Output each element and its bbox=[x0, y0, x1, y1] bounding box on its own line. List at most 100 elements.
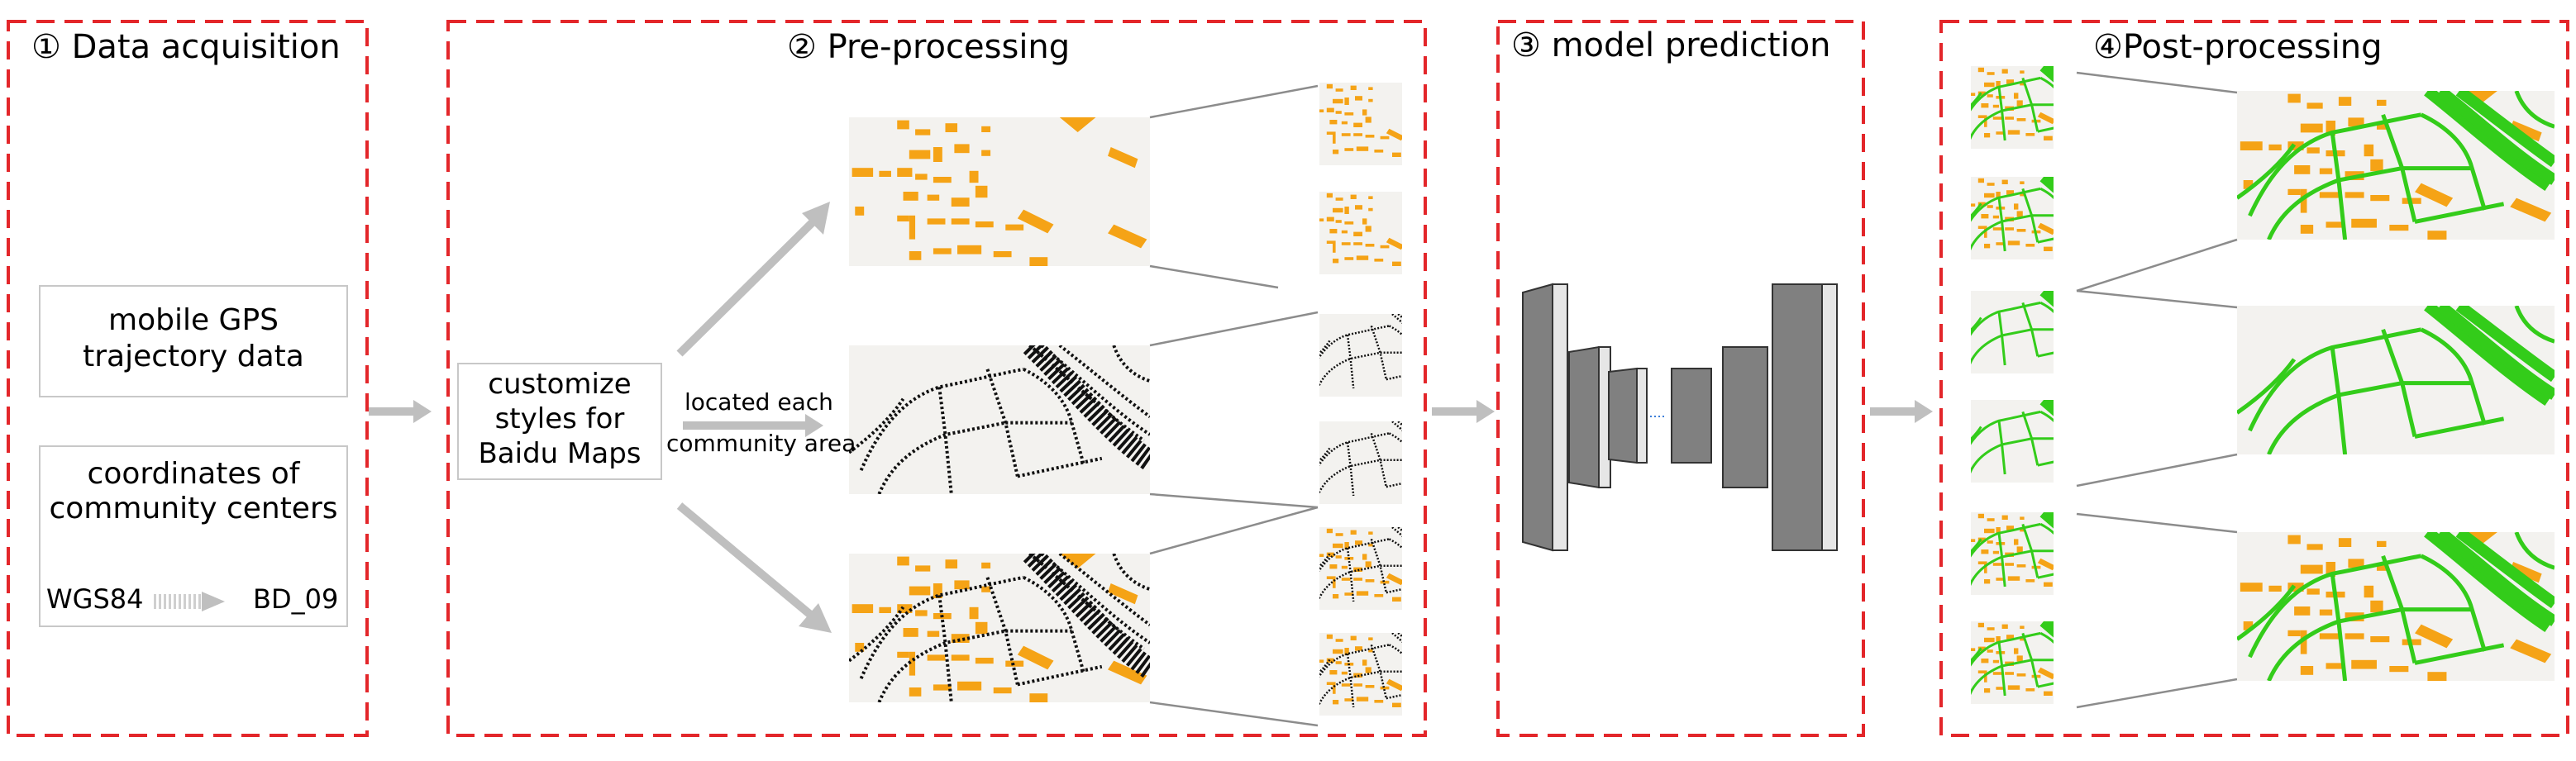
building-footprint bbox=[1017, 209, 1054, 234]
road-segment bbox=[1971, 538, 1982, 554]
road-segment bbox=[877, 421, 1006, 494]
building-footprint bbox=[1306, 678, 1310, 682]
building-footprint bbox=[2005, 227, 2014, 231]
road-segment bbox=[1386, 374, 1402, 381]
building-footprint bbox=[1341, 683, 1351, 687]
building-footprint bbox=[1326, 131, 1333, 135]
building-footprint bbox=[1431, 542, 1446, 553]
building-footprint bbox=[903, 192, 918, 201]
building-footprint bbox=[933, 248, 952, 254]
building-footprint bbox=[2044, 136, 2053, 140]
stage-frame-prediction bbox=[1496, 20, 1865, 737]
road-segment bbox=[2330, 347, 2348, 454]
building-footprint bbox=[1386, 573, 1402, 586]
building-footprint bbox=[852, 604, 874, 613]
road-segment bbox=[2267, 166, 2403, 240]
building-footprint bbox=[1368, 87, 1373, 90]
building-footprint bbox=[1365, 685, 1375, 688]
building-footprint bbox=[975, 658, 994, 664]
building-footprint bbox=[2348, 559, 2364, 568]
building-footprint bbox=[1333, 594, 1339, 599]
building-footprint bbox=[855, 207, 865, 216]
building-footprint bbox=[915, 610, 928, 616]
gps-trajectory-box bbox=[39, 285, 348, 397]
building-footprint bbox=[981, 150, 991, 156]
road-segment bbox=[2424, 306, 2552, 407]
building-footprint bbox=[1350, 635, 1357, 640]
building-footprint bbox=[1326, 528, 1333, 534]
building-footprint bbox=[2370, 600, 2383, 613]
building-footprint bbox=[1362, 218, 1367, 225]
building-footprint bbox=[1335, 639, 1343, 642]
building-footprint bbox=[954, 580, 970, 590]
building-footprint bbox=[1984, 688, 1991, 693]
network-layer-front bbox=[1772, 283, 1823, 551]
building-footprint bbox=[1353, 242, 1362, 245]
arrow-preprocessing-to-prediction bbox=[1432, 400, 1495, 423]
building-footprint bbox=[1005, 224, 1024, 231]
map-panel-trajectories bbox=[849, 345, 1150, 494]
building-footprint bbox=[2005, 563, 2014, 566]
building-footprint bbox=[2007, 240, 2020, 245]
road-segment bbox=[2237, 584, 2297, 641]
building-footprint bbox=[1326, 682, 1333, 685]
building-footprint bbox=[1368, 98, 1373, 102]
building-footprint bbox=[2300, 188, 2307, 213]
road-segment bbox=[937, 595, 953, 702]
road-segment bbox=[2045, 400, 2054, 411]
building-footprint bbox=[1365, 561, 1371, 568]
road-segment bbox=[2058, 512, 2103, 548]
building-footprint bbox=[1984, 637, 1995, 643]
building-footprint bbox=[1977, 67, 1984, 73]
building-footprint bbox=[1977, 561, 1984, 564]
result-panel-roads bbox=[2237, 306, 2555, 454]
road-segment bbox=[1997, 87, 2006, 141]
building-footprint bbox=[2006, 190, 2014, 195]
building-footprint bbox=[2300, 225, 2314, 234]
road-segment bbox=[2039, 632, 2054, 644]
road-segment bbox=[2045, 291, 2054, 302]
building-footprint bbox=[2058, 66, 2077, 74]
building-footprint bbox=[1374, 150, 1384, 153]
building-footprint bbox=[1353, 122, 1362, 127]
road-segment bbox=[1319, 351, 1381, 388]
building-footprint bbox=[1984, 528, 1995, 534]
building-footprint bbox=[1958, 221, 1962, 226]
stage-frame-acquisition bbox=[7, 20, 369, 737]
building-footprint bbox=[2415, 624, 2454, 649]
building-footprint bbox=[2326, 121, 2336, 136]
building-footprint bbox=[2058, 177, 2077, 184]
building-footprint bbox=[1984, 133, 1991, 138]
road-segment bbox=[2045, 177, 2054, 188]
road-segment bbox=[2330, 573, 2348, 681]
building-footprint bbox=[1344, 592, 1354, 596]
building-footprint bbox=[1353, 231, 1362, 236]
building-footprint bbox=[2326, 221, 2345, 228]
building-footprint bbox=[2001, 179, 2008, 184]
stage-title-acquisition: ① Data acquisition bbox=[31, 28, 341, 66]
building-footprint bbox=[1971, 203, 1976, 207]
road-segment bbox=[1407, 421, 1452, 457]
building-footprint bbox=[1368, 543, 1373, 547]
road-segment bbox=[1407, 314, 1452, 350]
building-footprint bbox=[1326, 576, 1333, 579]
building-footprint bbox=[1341, 671, 1348, 675]
building-footprint bbox=[1984, 579, 1991, 584]
building-footprint bbox=[1407, 192, 1425, 199]
building-footprint bbox=[1365, 226, 1371, 232]
thumbnail-tile bbox=[1958, 177, 2077, 259]
network-layer-side bbox=[1821, 283, 1838, 551]
building-footprint bbox=[1356, 146, 1369, 151]
zoom-lines-preprocessing bbox=[1149, 84, 1319, 727]
building-footprint bbox=[1992, 563, 2002, 566]
building-footprint bbox=[1333, 259, 1339, 264]
road-segment bbox=[2514, 306, 2555, 344]
gps-box-line2: trajectory data bbox=[83, 340, 304, 373]
building-footprint bbox=[1996, 81, 2001, 88]
network-layer-side bbox=[1598, 346, 1611, 488]
building-footprint bbox=[1344, 648, 1349, 655]
building-footprint bbox=[975, 185, 988, 198]
result-panel-overlay bbox=[2237, 91, 2555, 240]
building-footprint bbox=[1956, 647, 1967, 651]
building-footprint bbox=[927, 654, 946, 661]
